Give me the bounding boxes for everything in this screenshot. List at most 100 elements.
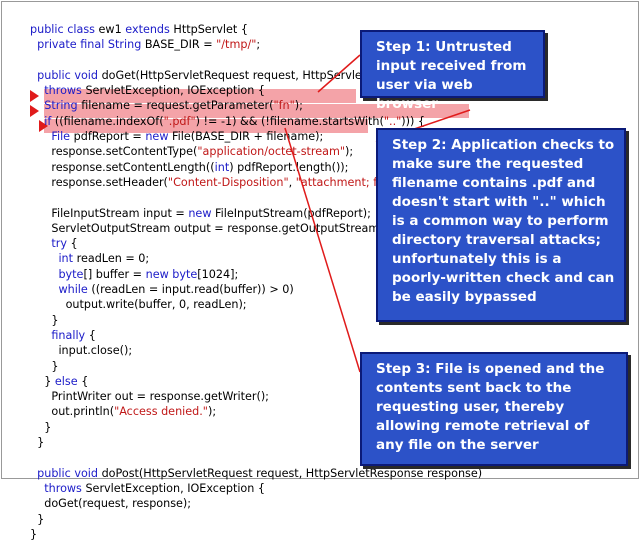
code-text: input.close(); (58, 344, 133, 358)
callout-step-3: Step 3: File is opened and the contents … (360, 352, 628, 466)
code-text: { (70, 237, 78, 251)
code-line: } (30, 435, 518, 450)
code-string: "/tmp/" (216, 38, 257, 52)
code-line: finally { (30, 328, 518, 343)
callout-step-1: Step 1: Untrusted input received from us… (360, 30, 545, 112)
code-string: "Access denied." (114, 405, 208, 419)
code-line: } (30, 527, 518, 542)
code-text: filename = request.getParameter( (81, 99, 274, 113)
code-line: public void doPost(HttpServletRequest re… (30, 466, 518, 481)
connector-step-3 (284, 127, 361, 373)
code-keyword: int (214, 160, 230, 174)
code-line: try { (30, 236, 518, 251)
callout-step-2-text: Step 2: Application checks to make sure … (392, 137, 615, 305)
code-text: } (51, 313, 59, 327)
code-keyword: private final (37, 38, 108, 52)
code-keyword: new (145, 130, 173, 144)
code-line: response.setContentType("application/oct… (30, 144, 518, 159)
code-line: } (30, 420, 518, 435)
code-string: ".pdf" (163, 114, 196, 128)
code-text: HttpServlet { (173, 23, 248, 36)
code-text: , (288, 175, 296, 189)
code-line: response.setContentLength((int) pdfRepor… (30, 160, 518, 175)
code-line: while ((readLen = input.read(buffer)) > … (30, 282, 518, 297)
code-keyword: File (51, 130, 74, 144)
code-keyword: throws (44, 481, 86, 495)
code-keyword: public void (37, 466, 102, 480)
code-string: "fn" (273, 99, 295, 113)
code-line: } (30, 313, 518, 328)
code-line: } (30, 512, 518, 527)
code-line: } else { (30, 374, 518, 389)
code-text: readLen = 0; (76, 252, 150, 266)
code-keyword: else (54, 374, 82, 388)
code-keyword: String (107, 38, 145, 52)
code-text: doGet(request, response); (44, 497, 192, 511)
code-text: response.setContentType( (51, 145, 198, 159)
code-text: BASE_DIR = (144, 38, 217, 52)
code-text: } (30, 527, 38, 541)
code-text: ))) { (401, 114, 426, 128)
code-text: ((filename.indexOf( (54, 114, 164, 128)
code-text: } (51, 359, 59, 373)
code-text: out.println( (51, 405, 115, 419)
code-text: { (81, 374, 89, 388)
code-text: ServletException, IOException { (85, 84, 266, 98)
code-text: } (37, 512, 45, 526)
code-keyword: throws (44, 84, 86, 98)
code-text: } (44, 374, 55, 388)
code-text: response.setContentLength(( (51, 160, 215, 174)
code-text: pdfReport = (73, 130, 146, 144)
code-text: ); (294, 99, 303, 113)
code-keyword: while (58, 283, 92, 297)
code-string: "Content-Disposition" (167, 175, 289, 189)
code-text: } (44, 420, 52, 434)
code-text: [1024]; (197, 267, 239, 281)
marker-arrow-step-1 (30, 90, 39, 102)
code-text: ew1 (98, 23, 126, 36)
code-keyword: finally (51, 328, 89, 342)
code-line: byte[] buffer = new byte[1024]; (30, 267, 518, 282)
code-line: throws ServletException, IOException { (30, 83, 518, 98)
marker-arrow-step-3 (39, 120, 48, 132)
code-text: FileInputStream(pdfReport); (215, 206, 371, 220)
callout-step-1-text: Step 1: Untrusted input received from us… (376, 39, 527, 112)
highlight-line-filename (44, 89, 356, 103)
code-text: ServletOutputStream output = response.ge… (51, 221, 392, 235)
code-string: ".." (383, 114, 402, 128)
code-text: ); (345, 145, 354, 159)
code-text: ); (207, 405, 217, 419)
code-keyword: new byte (145, 267, 198, 281)
code-keyword: new (188, 206, 216, 220)
code-listing: public class ew1 extends HttpServlet { p… (30, 22, 518, 542)
code-line: int readLen = 0; (30, 251, 518, 266)
code-text: { (88, 328, 96, 342)
code-keyword: String (44, 99, 82, 113)
code-text: PrintWriter out = response.getWriter(); (51, 390, 269, 404)
code-text: } (37, 436, 45, 450)
code-text: output.write(buffer, 0, readLen); (65, 298, 247, 312)
code-line: FileInputStream input = new FileInputStr… (30, 206, 518, 221)
code-keyword: if (44, 114, 55, 128)
code-text: ; (256, 38, 261, 52)
code-line: ServletOutputStream output = response.ge… (30, 221, 518, 236)
connector-step-1 (317, 54, 361, 93)
code-text: ) != -1) && (!filename.startsWith( (195, 114, 384, 128)
code-line: output.write(buffer, 0, readLen); (30, 297, 518, 312)
code-keyword: try (51, 237, 71, 251)
code-string: "application/octet-stream" (197, 145, 346, 159)
code-line: private final String BASE_DIR = "/tmp/"; (30, 37, 518, 52)
code-line: throws ServletException, IOException { (30, 481, 518, 496)
marker-arrow-step-2 (30, 105, 39, 117)
code-keyword: public void (37, 68, 102, 82)
code-text: ((readLen = input.read(buffer)) > 0) (91, 283, 294, 297)
code-line: PrintWriter out = response.getWriter(); (30, 389, 518, 404)
code-text: FileInputStream input = (51, 206, 189, 220)
callout-step-3-text: Step 3: File is opened and the contents … (376, 361, 605, 453)
code-text: doPost(HttpServletRequest request, HttpS… (101, 466, 483, 480)
callout-step-2: Step 2: Application checks to make sure … (376, 128, 626, 322)
code-line: public class ew1 extends HttpServlet { (30, 22, 518, 37)
code-text: ) pdfReport.length()); (229, 160, 349, 174)
code-line: if ((filename.indexOf(".pdf") != -1) && … (30, 114, 518, 129)
code-line: String filename = request.getParameter("… (30, 98, 518, 113)
